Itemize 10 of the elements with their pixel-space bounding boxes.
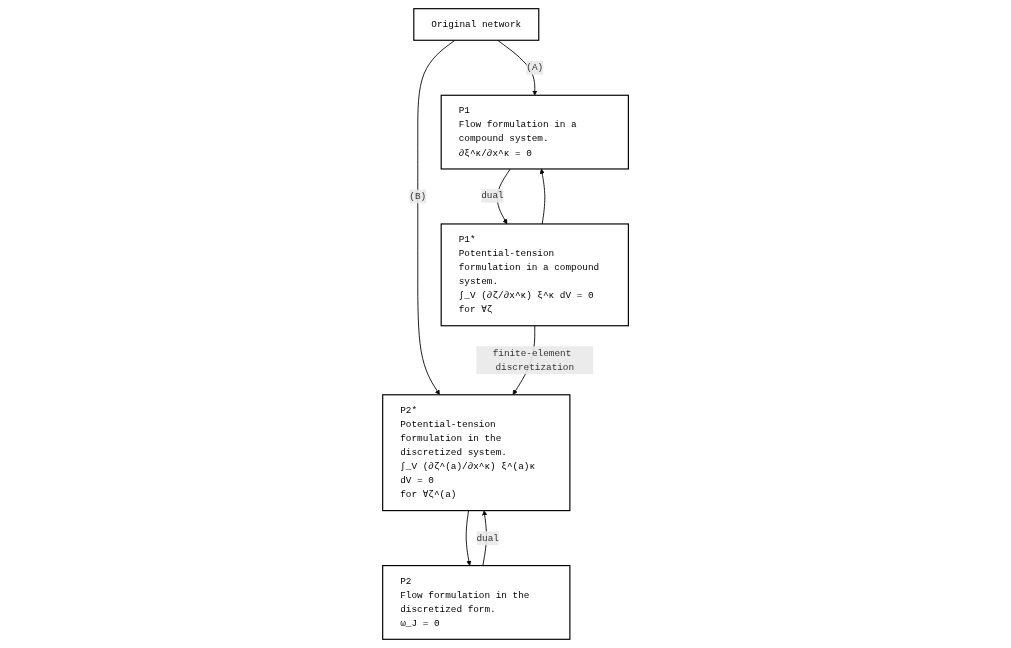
- node-box: P1 Flow formulation in a compound system. ∂ξ^κ/∂x^κ = 0: [440, 94, 629, 170]
- edge-label: dual: [476, 532, 499, 544]
- edge-label: finite-element discretization: [492, 347, 575, 373]
- node-box: P1* Potential-tension formulation in a compound system. ∫_V (∂ζ/∂x^κ) ξ^κ dV = 0 for ∀ζ: [440, 223, 629, 327]
- node-box: P2* Potential-tension formulation in the discretized system. ∫_V (∂ζ^(a)/∂x^κ) ξ^(a)κ dV = 0 for ∀ζ^(a): [382, 394, 571, 512]
- node-box: Original network: [413, 8, 540, 41]
- edge-label: dual: [481, 190, 504, 202]
- edge-label: (B): [409, 191, 427, 202]
- node-box: P2 Flow formulation in the discretized form. ω_J = 0: [382, 565, 571, 640]
- edge-label: (A): [526, 62, 544, 74]
